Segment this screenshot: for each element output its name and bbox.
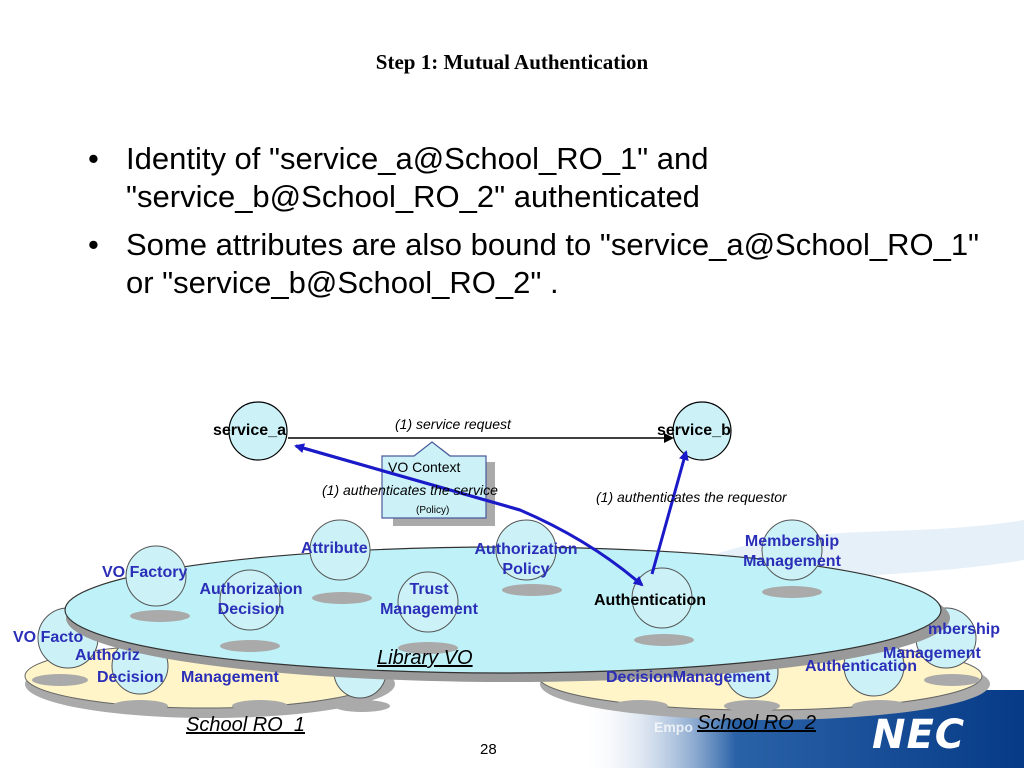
authorization-decision-line1: Authorization [199,581,303,598]
authorization-policy-label: Authorization Policy [461,540,591,580]
authorization-policy-line2: Policy [502,561,550,578]
bullet-dot-icon: • [88,141,99,176]
membership-management-line1: Membership [744,533,840,550]
bullet-text: Identity of "service_a@School_RO_1" and … [126,141,709,214]
authenticates-requestor-arrow [650,450,689,575]
page-number: 28 [480,741,497,758]
ro2-management-label: Management [883,645,981,662]
ro2-membership-label: mbership [928,621,1001,638]
ro1-authorization-label: Authoriz [75,647,140,664]
ro1-decision-label: Decision [97,669,164,686]
authenticates-service-arrow [294,443,521,512]
vo-context-subtitle: (Policy) [416,505,450,516]
authorization-policy-line1: Authorization [474,541,578,558]
authorization-decision-line2: Decision [217,601,285,618]
authentication-label: Authentication [594,592,706,609]
authenticates-requestor-label: (1) authenticates the requestor [596,489,787,505]
ro1-vo-factory-label: VO Facto [13,629,84,646]
service-b-label: service_b [657,422,731,439]
service-request-label: (1) service request [395,416,511,432]
trust-management-line1: Trust [409,581,449,598]
slide-title: Step 1: Mutual Authentication [375,50,649,74]
bullet-dot-icon: • [88,227,99,262]
service-a-label: service_a [213,422,286,439]
ro2-decision-management-label: DecisionManagement [606,669,771,686]
library-vo-label: Library VO [377,647,473,669]
nec-logo: NEC [872,712,966,758]
school-ro-2-label: School RO_2 [697,712,816,734]
membership-management-line2: Management [743,553,841,570]
trust-management-line2: Management [380,601,478,618]
ro1-management-label: Management [181,669,279,686]
ro2-authentication-label: Authentication [805,658,917,675]
library-vo-nodes [125,519,823,654]
attribute-label: Attribute [301,540,368,557]
auth-to-authentication-arrow [295,444,644,587]
authenticates-service-label: (1) authenticates the service [322,482,498,498]
authorization-decision-label: Authorization Decision [186,580,316,620]
school-ro-1-label: School RO_1 [186,714,305,736]
trust-management-label: Trust Management [366,580,492,620]
bullet-item: • Some attributes are also bound to "serv… [88,226,988,302]
service-a-node [228,401,288,461]
bullet-list: • Identity of "service_a@School_RO_1" and… [88,140,988,312]
library-vo-disc [64,546,950,682]
service-b-node [672,401,732,461]
membership-management-label: Membership Management [728,532,856,572]
brand-tagline: Empo [654,719,693,735]
bullet-item: • Identity of "service_a@School_RO_1" and… [88,140,988,216]
bullet-text: Some attributes are also bound to "servi… [126,227,980,300]
vo-context-title: VO Context [388,459,461,475]
vo-factory-label: VO Factory [102,564,188,581]
